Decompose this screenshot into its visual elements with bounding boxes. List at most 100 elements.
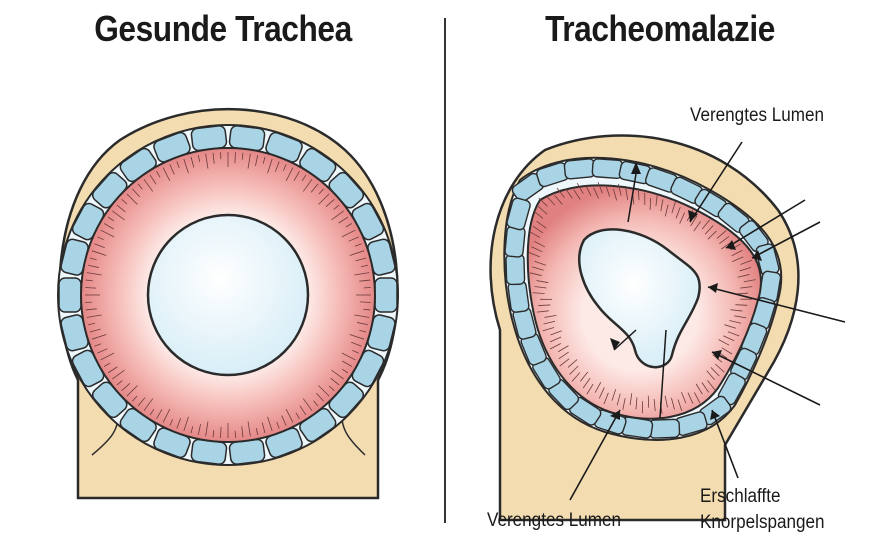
healthy-mucosa-folds	[85, 152, 371, 438]
mucosa-fold-line	[637, 188, 640, 201]
mucosa-fold-line	[318, 193, 330, 205]
inner-arrow	[627, 173, 637, 223]
mucosa-fold-line	[533, 210, 544, 219]
mucosa-fold-line	[255, 155, 259, 166]
mucosa-fold-line	[137, 397, 146, 407]
mucosa-fold-line	[737, 274, 750, 278]
mucosa-fold-line	[89, 257, 97, 261]
mucosa-fold-line	[558, 351, 569, 360]
mucosa-fold-line	[714, 363, 725, 373]
label-narrowed-lumen-top: Verengtes Lumen	[690, 105, 825, 126]
mucosa-fold-line	[660, 199, 664, 212]
mucosa-fold-line	[605, 185, 611, 197]
mucosa-fold-line	[664, 395, 668, 408]
mucosa-fold-line	[357, 322, 368, 326]
mucosa-fold-line	[262, 156, 266, 164]
mucosa-fold-line	[126, 385, 138, 397]
mucosa-fold-line	[736, 292, 749, 295]
mucosa-fold-line	[546, 196, 556, 206]
mucosa-fold-line	[281, 415, 287, 426]
mucosa-fold-line	[597, 181, 603, 194]
mucosa-fold-line	[687, 392, 694, 404]
mucosa-fold-line	[573, 189, 581, 200]
mucosa-fold-line	[267, 158, 273, 174]
healthy-lumen	[146, 213, 310, 377]
mucosa-fold-line	[355, 257, 367, 262]
mucosa-fold-line	[557, 345, 569, 353]
mucosa-fold-line	[612, 188, 618, 201]
title-healthy-trachea: Gesunde Trachea	[94, 8, 352, 49]
mucosa-fold-line	[176, 418, 182, 429]
mucosa-fold-line	[538, 304, 551, 306]
tracheomalacia-trachea	[489, 134, 846, 522]
mucosa-fold-line	[649, 197, 652, 210]
mucosa-fold-line	[132, 395, 138, 402]
mucosa-fold-line	[183, 158, 189, 174]
mucosa-fold-line	[611, 389, 617, 401]
mucosa-fold-line	[351, 341, 362, 347]
mucosa-fold-line	[112, 369, 125, 380]
mucosa-fold-line	[655, 194, 658, 207]
mucosa-fold-line	[88, 264, 99, 268]
mucosa-fold-line	[532, 292, 545, 294]
mucosa-fold-line	[88, 322, 96, 326]
mucosa-fold-line	[360, 264, 368, 268]
mucosa-fold-line	[730, 309, 743, 312]
mucosa-fold-line	[328, 385, 335, 391]
mucosa-fold-line	[137, 183, 143, 190]
mucosa-fold-line	[310, 183, 319, 193]
mucosa-fold-line	[197, 155, 201, 163]
mucosa-fold-line	[536, 280, 549, 284]
mucosa-fold-line	[724, 324, 737, 329]
mucosa-fold-line	[341, 352, 356, 361]
mucosa-fold-line	[86, 272, 102, 276]
mucosa-fold-line	[354, 243, 362, 247]
mucosa-fold-line	[550, 330, 562, 336]
mucosa-fold-line	[543, 320, 556, 325]
mucosa-fold-line	[86, 314, 102, 318]
mucosa-fold-line	[91, 250, 107, 256]
mucosa-fold-line	[694, 392, 701, 404]
mucosa-fold-line	[293, 170, 300, 181]
mucosa-fold-line	[97, 236, 104, 241]
mucosa-fold-line	[149, 174, 157, 185]
mucosa-fold-line	[318, 385, 330, 397]
mucosa-fold-line	[241, 426, 244, 438]
mucosa-fold-line	[571, 372, 581, 382]
mucosa-fold-line	[85, 308, 97, 311]
label-narrowed-lumen-bottom: Verengtes Lumen	[487, 510, 622, 531]
cartilage-segment	[563, 158, 596, 180]
mucosa-fold-line	[701, 382, 710, 393]
mucosa-fold-line	[274, 161, 280, 172]
mucosa-fold-line	[330, 377, 340, 386]
mucosa-fold-line	[345, 223, 353, 228]
mucosa-fold-line	[100, 352, 115, 361]
mucosa-fold-line	[727, 331, 740, 337]
mucosa-fold-line	[156, 409, 163, 420]
mucosa-fold-line	[241, 152, 244, 160]
mucosa-fold-line	[190, 426, 194, 434]
mucosa-fold-line	[318, 188, 324, 195]
mucosa-fold-line	[212, 152, 215, 164]
mucosa-fold-line	[97, 348, 108, 354]
title-tracheomalacia: Tracheomalazie	[545, 8, 775, 49]
mucosa-fold-line	[162, 167, 171, 182]
mucosa-fold-line	[333, 204, 340, 210]
mucosa-fold-line	[89, 328, 101, 333]
mucosa-fold-line	[190, 156, 195, 168]
mucosa-fold-line	[671, 201, 676, 214]
mucosa-fold-line	[220, 426, 222, 438]
mucosa-fold-line	[731, 249, 743, 257]
mucosa-fold-line	[706, 370, 715, 381]
mucosa-fold-line	[534, 286, 547, 289]
mucosa-fold-line	[732, 256, 744, 263]
mucosa-fold-line	[576, 183, 584, 194]
mucosa-fold-line	[565, 188, 573, 199]
mucosa-fold-line	[301, 174, 307, 182]
mucosa-fold-line	[536, 310, 549, 313]
mucosa-fold-line	[531, 246, 543, 253]
mucosa-fold-line	[729, 320, 742, 324]
cartilage-segment	[648, 418, 681, 439]
mucosa-fold-line	[169, 419, 174, 426]
mucosa-fold-line	[126, 193, 138, 205]
